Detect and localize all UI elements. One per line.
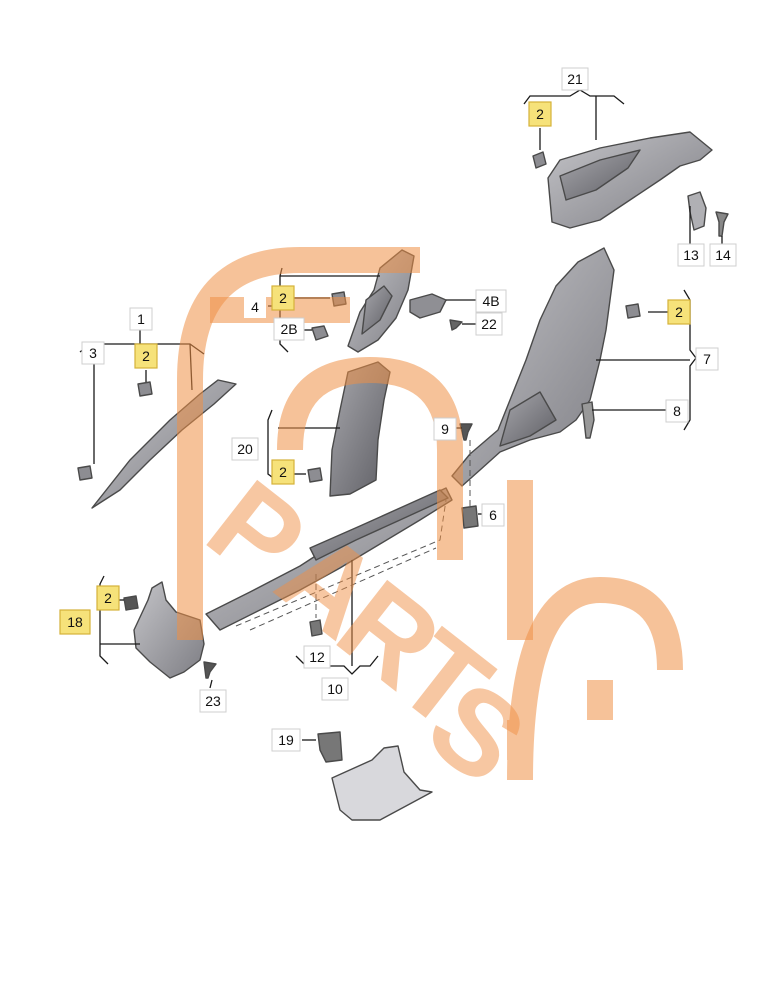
callout-18: 18 xyxy=(59,609,91,635)
svg-text:2: 2 xyxy=(675,304,683,320)
callout-4: 4 xyxy=(244,296,266,318)
part-21-rear-upper-trim xyxy=(547,131,713,229)
svg-text:3: 3 xyxy=(89,345,97,361)
callout-2-pillar: 2 xyxy=(271,285,295,311)
callout-23: 23 xyxy=(199,689,227,713)
svg-text:23: 23 xyxy=(205,693,221,709)
svg-text:20: 20 xyxy=(237,441,253,457)
callout-2-right: 2 xyxy=(667,299,691,325)
part-4-pillar-face xyxy=(361,285,393,335)
svg-text:2: 2 xyxy=(279,290,287,306)
part-23-screw xyxy=(203,661,217,679)
callout-2-left: 2 xyxy=(134,343,158,369)
svg-text:19: 19 xyxy=(278,732,294,748)
svg-text:2: 2 xyxy=(104,590,112,606)
svg-text:4: 4 xyxy=(251,299,259,315)
part-6-plug xyxy=(461,505,479,529)
svg-text:8: 8 xyxy=(673,403,681,419)
part-heat-shield xyxy=(331,745,433,821)
callout-19: 19 xyxy=(271,728,301,752)
part-7-lower-face xyxy=(499,391,557,447)
svg-text:1: 1 xyxy=(137,311,145,327)
clip-2-top xyxy=(532,151,547,169)
svg-text:2: 2 xyxy=(142,348,150,364)
part-1-a-pillar xyxy=(91,379,237,509)
callout-2-top: 2 xyxy=(528,101,552,127)
callout-13: 13 xyxy=(677,243,705,267)
callout-12: 12 xyxy=(303,645,331,669)
svg-text:10: 10 xyxy=(327,681,343,697)
watermark-logo xyxy=(177,247,683,781)
callout-22: 22 xyxy=(475,312,503,336)
svg-text:14: 14 xyxy=(715,247,731,263)
svg-text:9: 9 xyxy=(441,421,449,437)
clip-2-low xyxy=(123,595,139,611)
watermark-mark-5 xyxy=(507,576,683,781)
svg-text:6: 6 xyxy=(489,507,497,523)
watermark-mark-3 xyxy=(277,356,463,560)
part-14-screw xyxy=(715,211,729,237)
part-12-clip xyxy=(309,619,323,637)
svg-text:13: 13 xyxy=(683,247,699,263)
callout-4B: 4B xyxy=(475,289,507,313)
watermark-mark-1 xyxy=(177,247,420,640)
callout-3: 3 xyxy=(81,341,105,365)
part-8-pin xyxy=(581,401,595,439)
callout-9: 9 xyxy=(433,417,457,441)
svg-text:12: 12 xyxy=(309,649,325,665)
callout-7: 7 xyxy=(695,347,719,371)
part-19-bracket xyxy=(317,731,343,763)
svg-text:7: 7 xyxy=(703,351,711,367)
clip-2-right xyxy=(625,303,641,319)
callout-6: 6 xyxy=(481,503,505,527)
clip-2-mid xyxy=(307,467,323,483)
part-13-fastener xyxy=(687,191,707,231)
svg-text:21: 21 xyxy=(567,71,583,87)
svg-text:22: 22 xyxy=(481,316,497,332)
clip-3 xyxy=(77,465,93,481)
svg-text:2: 2 xyxy=(536,106,544,122)
part-4B-belt-guide xyxy=(409,293,447,319)
part-7-c-pillar xyxy=(451,247,615,487)
callout-2-mid: 2 xyxy=(271,459,295,485)
clip-2B xyxy=(311,325,329,341)
callout-14: 14 xyxy=(709,243,737,267)
callout-20: 20 xyxy=(231,437,259,461)
clip-2-left xyxy=(137,381,153,397)
callout-2B: 2B xyxy=(273,317,305,341)
part-9-screw xyxy=(459,423,473,441)
svg-text:18: 18 xyxy=(67,614,83,630)
part-21-inner-face xyxy=(559,149,641,201)
callout-21: 21 xyxy=(561,67,589,91)
svg-text:4B: 4B xyxy=(482,293,499,309)
callout-10: 10 xyxy=(321,677,349,701)
svg-text:2B: 2B xyxy=(280,321,297,337)
callout-1: 1 xyxy=(129,307,153,331)
callout-2-low: 2 xyxy=(96,585,120,611)
svg-text:2: 2 xyxy=(279,464,287,480)
callout-8: 8 xyxy=(665,399,689,423)
part-22-screw xyxy=(449,319,463,331)
